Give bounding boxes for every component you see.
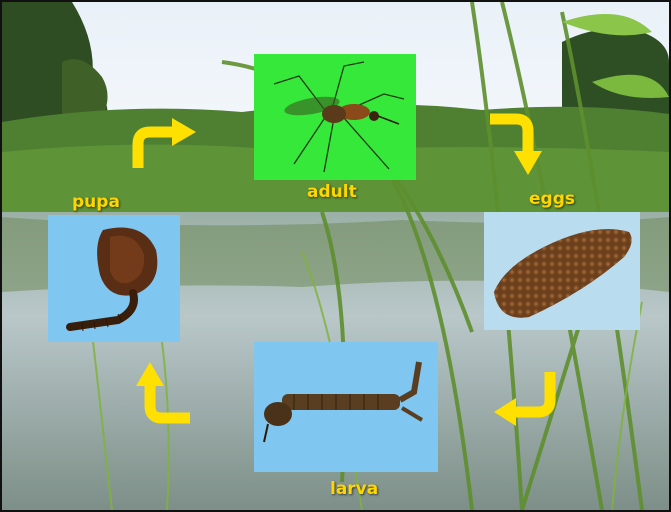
larva-panel — [254, 342, 438, 472]
adult-panel — [254, 54, 416, 180]
stage-label-pupa: pupa — [72, 192, 120, 212]
arrow-down-icon — [488, 107, 546, 177]
egg-raft-icon — [484, 212, 640, 330]
eggs-panel — [484, 212, 640, 330]
larva-icon — [254, 342, 438, 472]
mosquito-icon — [254, 54, 416, 180]
pupa-icon — [48, 215, 180, 342]
arrow-right-icon — [130, 114, 198, 170]
arrow-left-icon — [492, 370, 558, 428]
stage-label-larva: larva — [330, 479, 378, 499]
stage-label-adult: adult — [307, 182, 357, 202]
arrow-up-icon — [132, 360, 192, 428]
pupa-panel — [48, 215, 180, 342]
stage-label-eggs: eggs — [529, 189, 575, 209]
